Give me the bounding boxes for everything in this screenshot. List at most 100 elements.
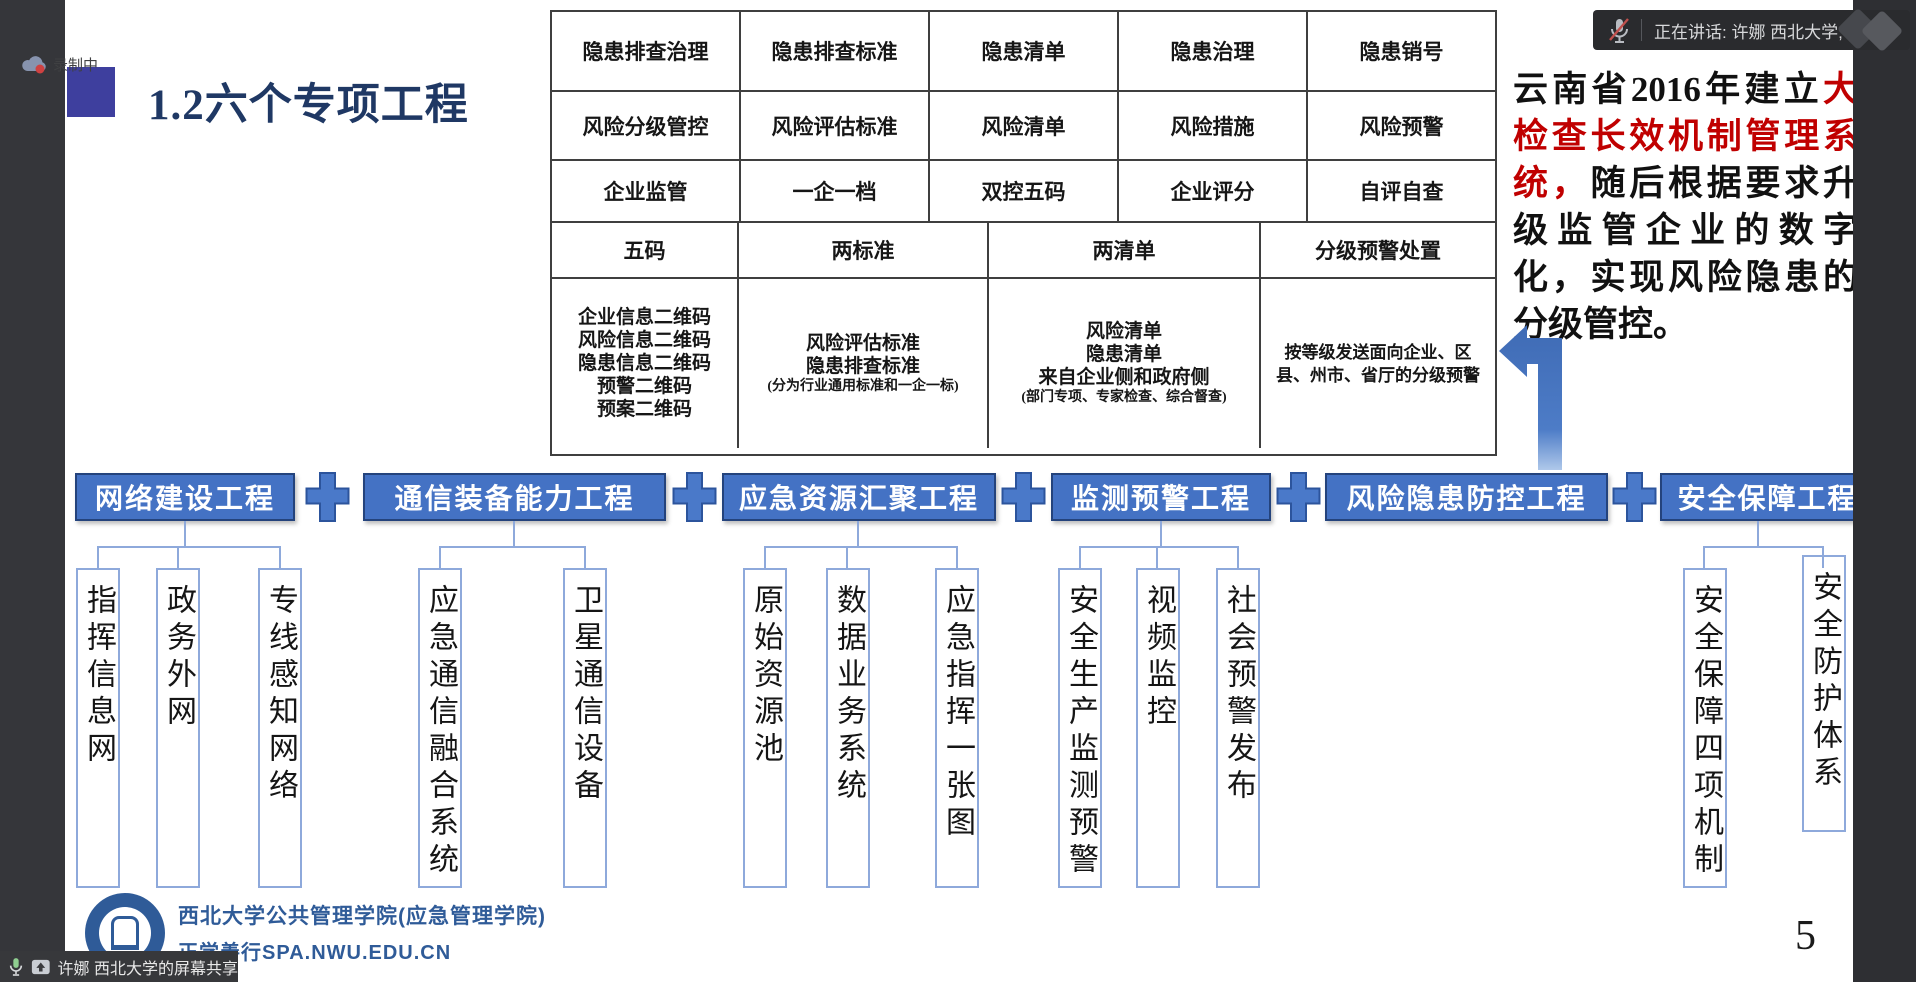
- detail-line: 风险评估标准: [805, 332, 920, 354]
- project-box-resources: 应急资源汇聚工程: [722, 473, 996, 521]
- child-box: 应急指挥一张图: [935, 568, 979, 888]
- table-cell: 双控五码: [928, 161, 1117, 221]
- mic-active-icon: [9, 957, 23, 976]
- child-box: 社会预警发布: [1216, 568, 1260, 888]
- table-cell: 风险措施: [1117, 92, 1306, 159]
- university-logo-inner: [99, 907, 151, 959]
- recording-label: 录制中: [53, 56, 99, 74]
- divider: [1641, 19, 1642, 41]
- project-box-monitoring: 监测预警工程: [1051, 473, 1271, 521]
- table-cell: 隐患清单: [928, 12, 1117, 90]
- table-cell: 隐患排查标准: [739, 12, 928, 90]
- table-cell-five-codes: 企业信息二维码 风险信息二维码 隐患信息二维码 预警二维码 预案二维码: [552, 279, 737, 448]
- detail-note: (分为行业通用标准和一企一标): [767, 378, 959, 394]
- child-label: 安全生产监测预警: [1064, 584, 1097, 880]
- screen-share-toolbar[interactable]: 许娜 西北大学的屏幕共享: [0, 951, 238, 982]
- child-label: 原始资源池: [749, 584, 782, 769]
- child-box: 安全生产监测预警: [1058, 568, 1102, 888]
- detail-line: 隐患排查标准: [805, 355, 920, 377]
- table-cell: 五码: [623, 239, 666, 263]
- table-row: 风险分级管控 风险评估标准 风险清单 风险措施 风险预警: [552, 90, 1495, 159]
- table-cell: 风险评估标准: [739, 92, 928, 159]
- child-box: 专线感知网络: [258, 568, 302, 888]
- project-box-risk-control: 风险隐患防控工程: [1325, 473, 1608, 521]
- child-box: 数据业务系统: [826, 568, 870, 888]
- note-text-red: 大检查长效机制管理系统，: [1513, 70, 1858, 203]
- table-cell: 两清单: [987, 223, 1259, 277]
- plus-icon: [1612, 472, 1657, 522]
- child-label: 政务外网: [162, 584, 195, 732]
- table-cell: 风险预警: [1306, 92, 1495, 159]
- table-row: 企业信息二维码 风险信息二维码 隐患信息二维码 预警二维码 预案二维码 风险评估…: [552, 277, 1495, 448]
- slide-note-paragraph: 云南省2016年建立大检查长效机制管理系统，随后根据要求升级监管企业的数字化，实…: [1513, 66, 1858, 348]
- detail-line: 按等级发送面向企业、区县、州市、省厅的分级预警: [1276, 342, 1480, 385]
- child-label: 卫星通信设备: [569, 584, 602, 806]
- note-text: 随后根据要求升级监管企业的数字化，实现风险隐患的分级管控。: [1513, 164, 1858, 344]
- footer-school-name: 西北大学公共管理学院(应急管理学院): [178, 905, 546, 928]
- table-cell: 风险分级管控: [582, 114, 709, 139]
- screen-share-icon: [31, 959, 50, 974]
- title-decoration-square: [67, 67, 115, 117]
- child-box: 政务外网: [156, 568, 200, 888]
- speaker-bar: 正在讲话: 许娜 西北大学;: [1593, 7, 1910, 53]
- recording-indicator: 录制中: [20, 53, 98, 75]
- detail-line: 隐患清单: [1085, 344, 1162, 365]
- table-cell: 隐患排查治理: [582, 40, 709, 64]
- six-projects-table: 隐患排查治理 隐患排查标准 隐患清单 隐患治理 隐患销号 风险分级管控 风险评估…: [550, 10, 1497, 456]
- child-label: 安全防护体系: [1808, 571, 1841, 793]
- footer-school-motto-url: 正学善行SPA.NWU.EDU.CN: [178, 942, 452, 964]
- table-cell: 风险清单: [928, 92, 1117, 159]
- project-box-security: 安全保障工程: [1660, 473, 1875, 521]
- child-label: 视频监控: [1142, 584, 1175, 732]
- slide-title: 1.2六个专项工程: [148, 82, 469, 129]
- recording-cloud-icon: [22, 56, 46, 74]
- child-box: 原始资源池: [743, 568, 787, 888]
- mic-muted-icon: [1609, 18, 1629, 43]
- table-cell: 隐患销号: [1306, 12, 1495, 90]
- plus-icon: [305, 472, 350, 522]
- project-box-network: 网络建设工程: [75, 473, 295, 521]
- child-label: 安全保障四项机制: [1689, 584, 1722, 880]
- plus-icon: [1001, 472, 1046, 522]
- university-emblem-icon: [111, 916, 139, 950]
- child-box: 安全防护体系: [1802, 555, 1846, 832]
- child-box: 应急通信融合系统: [418, 568, 462, 888]
- detail-line: 风险信息二维码: [577, 330, 711, 351]
- share-bar-text: 许娜 西北大学的屏幕共享: [57, 960, 238, 978]
- slide-page-number: 5: [1795, 913, 1816, 959]
- child-label: 应急指挥一张图: [941, 584, 974, 843]
- detail-line: 预警二维码: [596, 376, 692, 397]
- detail-line: 企业信息二维码: [577, 307, 711, 328]
- table-cell-two-lists: 风险清单 隐患清单 来自企业侧和政府侧 (部门专项、专家检查、综合督查): [987, 279, 1259, 448]
- child-label: 指挥信息网: [82, 584, 115, 769]
- child-label: 社会预警发布: [1222, 584, 1255, 806]
- table-cell: 分级预警处置: [1259, 223, 1495, 277]
- table-cell: 企业评分: [1117, 161, 1306, 221]
- detail-note: (部门专项、专家检查、综合督查): [1021, 390, 1227, 405]
- table-row: 隐患排查治理 隐患排查标准 隐患清单 隐患治理 隐患销号: [552, 12, 1495, 90]
- bent-arrow-icon: [1499, 325, 1562, 470]
- plus-icon: [1276, 472, 1321, 522]
- child-label: 应急通信融合系统: [424, 584, 457, 880]
- table-cell: 一企一档: [739, 161, 928, 221]
- table-cell-graded-warning: 按等级发送面向企业、区县、州市、省厅的分级预警: [1259, 279, 1495, 448]
- detail-line: 来自企业侧和政府侧: [1038, 367, 1210, 388]
- table-row: 五码 两标准 两清单 分级预警处置: [552, 221, 1495, 277]
- table-cell-two-standards: 风险评估标准 隐患排查标准 (分为行业通用标准和一企一标): [737, 279, 987, 448]
- project-box-communication: 通信装备能力工程: [363, 473, 666, 521]
- child-box: 指挥信息网: [76, 568, 120, 888]
- table-cell: 隐患治理: [1117, 12, 1306, 90]
- right-dark-rail: [1853, 0, 1916, 982]
- child-box: 视频监控: [1136, 568, 1180, 888]
- left-dark-rail: [0, 0, 65, 982]
- detail-line: 风险清单: [1085, 321, 1162, 342]
- child-box: 卫星通信设备: [563, 568, 607, 888]
- note-text: 云南省2016年建立: [1513, 70, 1823, 109]
- detail-line: 预案二维码: [596, 399, 692, 420]
- table-cell: 两标准: [737, 223, 987, 277]
- plus-icon: [672, 472, 717, 522]
- child-label: 数据业务系统: [832, 584, 865, 806]
- child-box: 安全保障四项机制: [1683, 568, 1727, 888]
- table-cell: 自评自查: [1306, 161, 1495, 221]
